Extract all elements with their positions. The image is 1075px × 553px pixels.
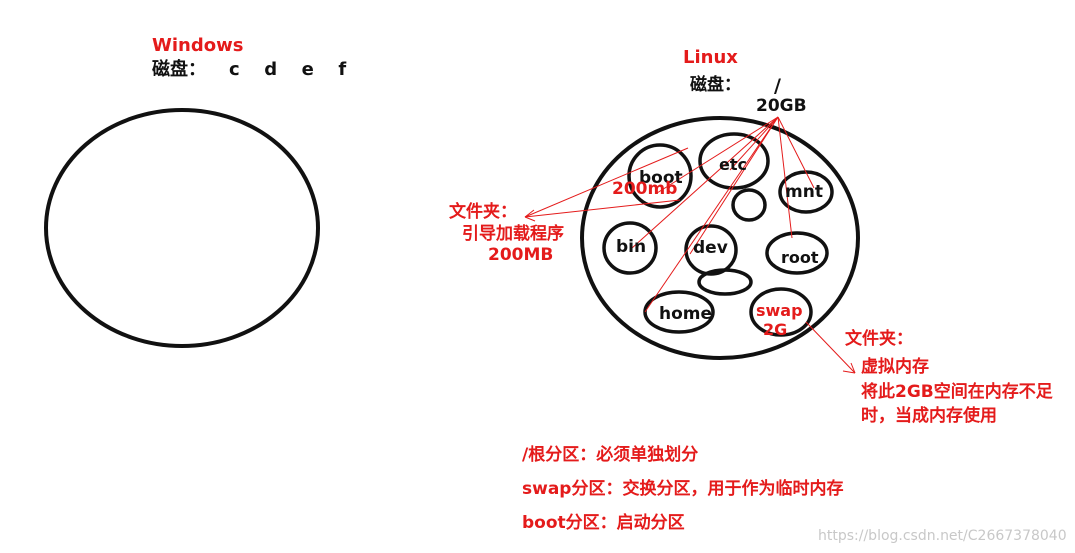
watermark: https://blog.csdn.net/C2667378040 [818,528,1067,544]
bin-folder-label: bin [616,237,647,257]
swap-note-heading: 文件夹： [845,329,913,349]
bin-folder-ellipse [602,221,658,275]
partition-note-boot: boot分区：启动分区 [522,513,685,533]
swap-size-label: 2G [763,320,788,339]
partition-note-root: /根分区：必须单独划分 [522,445,699,465]
unnamed-folder-ellipse [697,268,753,296]
windows-disk-label: 磁盘： [152,59,206,80]
swap-note-line3: 时，当成内存使用 [861,406,997,426]
windows-title: Windows [152,35,244,56]
boot-size-label: 200mb [612,179,678,199]
home-folder-label: home [659,304,713,324]
boot-note-line2: 200MB [488,245,554,265]
root-connector-lines [631,116,815,313]
swap-folder-ellipse [749,287,813,337]
boot-folder-label: boot [639,168,683,188]
boot-note-heading: 文件夹： [449,202,517,222]
partition-note-swap: swap分区：交换分区，用于作为临时内存 [522,479,844,499]
boot-folder-ellipse [627,143,693,209]
windows-drives: c d e f [229,59,347,80]
root-folder-ellipse [765,231,829,275]
windows-disk-circle [44,108,320,348]
dev-folder-label: dev [693,238,728,258]
swap-folder-label: swap [756,301,803,320]
swap-note-arrow [805,321,856,374]
etc-folder-label: etc [719,155,747,174]
etc-folder-ellipse [698,132,770,190]
boot-note-arrow [524,147,689,222]
boot-note-line1: 引导加载程序 [462,224,564,244]
linux-disk-label: 磁盘： [690,75,741,95]
swap-note-line1: 虚拟内存 [861,357,929,377]
linux-disk-circle [580,116,860,360]
linux-disk-size: 20GB [756,96,807,116]
mnt-folder-label: mnt [785,182,823,202]
linux-title: Linux [683,47,738,68]
small-folder-ellipse [731,188,767,222]
linux-root-slash: / [774,75,781,97]
root-folder-label: root [781,248,819,267]
dev-folder-ellipse [684,224,738,276]
swap-note-line2: 将此2GB空间在内存不足 [861,382,1053,402]
